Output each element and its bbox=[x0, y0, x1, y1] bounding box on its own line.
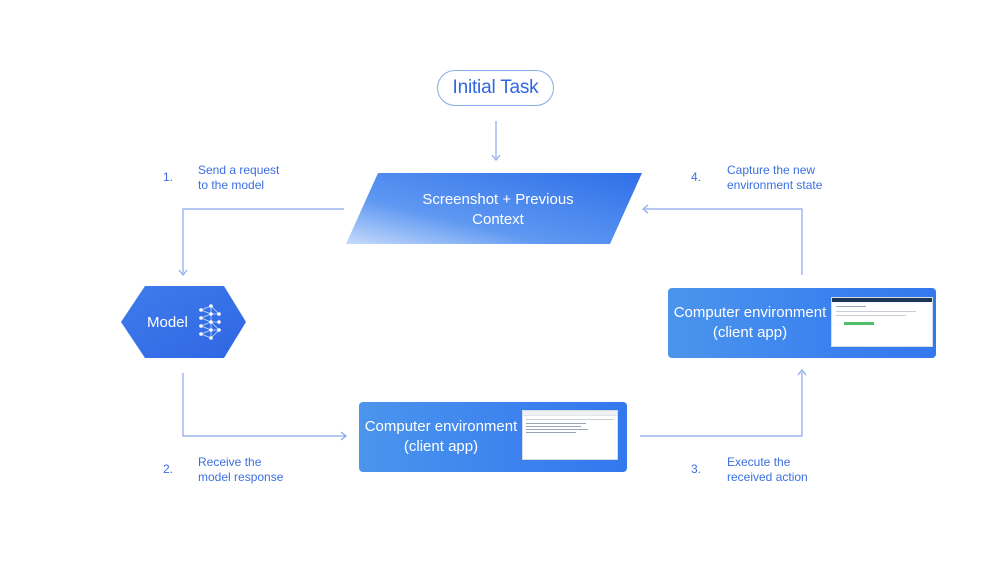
env-bottom-line-2: (client app) bbox=[403, 438, 479, 455]
context-box bbox=[346, 173, 642, 244]
env-bottom-label: Computer environment (client app) bbox=[361, 417, 521, 457]
model-label: Model bbox=[147, 314, 188, 331]
step-3-line-1: Execute the bbox=[727, 455, 791, 469]
env-right-label: Computer environment (client app) bbox=[670, 303, 830, 343]
step-2-number: 2. bbox=[163, 462, 174, 476]
step-2-line-2: model response bbox=[198, 470, 284, 484]
step-4-line-2: environment state bbox=[727, 178, 823, 192]
step-4-label: Capture the new environment state bbox=[727, 163, 822, 193]
arrow-task-to-context bbox=[491, 121, 501, 161]
step-2-label: Receive the model response bbox=[198, 455, 283, 485]
env-bottom-screenshot bbox=[522, 410, 618, 460]
step-1-line-2: to the model bbox=[198, 178, 265, 192]
env-right-line-1: Computer environment bbox=[673, 304, 827, 321]
context-line-2: Context bbox=[472, 211, 524, 228]
step-3-number: 3. bbox=[691, 462, 702, 476]
step-1-number: 1. bbox=[163, 170, 174, 184]
neural-network-icon bbox=[199, 304, 221, 340]
step-3-line-2: received action bbox=[727, 470, 808, 484]
step-1-line-1: Send a request bbox=[198, 163, 280, 177]
step-1-label: Send a request to the model bbox=[198, 163, 279, 193]
arrow-env-to-right-env bbox=[640, 369, 807, 437]
env-bottom-line-1: Computer environment bbox=[364, 418, 518, 435]
context-box-label: Screenshot + Previous Context bbox=[383, 190, 613, 230]
step-4-line-1: Capture the new bbox=[727, 163, 816, 177]
env-right-screenshot bbox=[831, 297, 933, 347]
arrow-model-to-env bbox=[182, 373, 347, 441]
arrow-right-env-to-context bbox=[642, 204, 803, 275]
context-line-1: Screenshot + Previous bbox=[422, 191, 574, 208]
arrow-context-to-model bbox=[178, 208, 344, 276]
step-3-label: Execute the received action bbox=[727, 455, 808, 485]
step-2-line-1: Receive the bbox=[198, 455, 262, 469]
model-node bbox=[121, 286, 246, 358]
env-right-line-2: (client app) bbox=[712, 324, 788, 341]
initial-task: Initial Task bbox=[437, 70, 554, 106]
step-4-number: 4. bbox=[691, 170, 702, 184]
